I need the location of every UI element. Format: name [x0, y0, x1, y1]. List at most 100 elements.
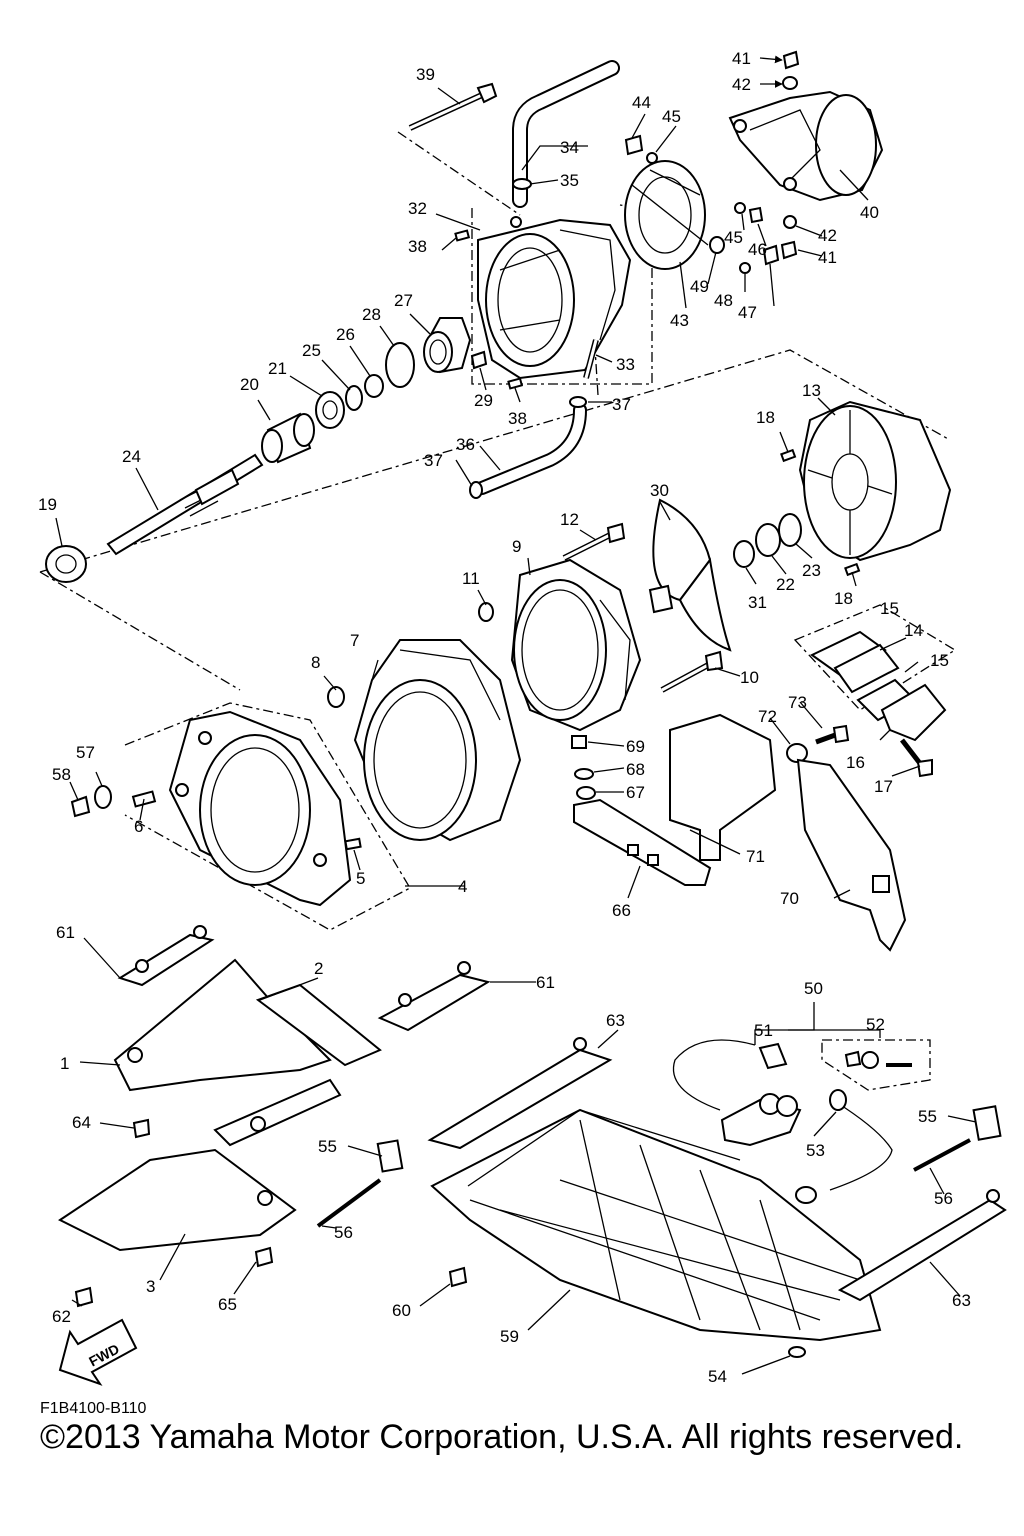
callout-47: 47 [738, 303, 757, 322]
nozzle-40 [728, 90, 884, 202]
callout-4: 4 [458, 877, 467, 896]
callout-56a: 56 [334, 1223, 353, 1242]
callout-69: 69 [626, 737, 645, 756]
callout-54: 54 [708, 1367, 727, 1386]
callout-12: 12 [560, 510, 579, 529]
callout-29: 29 [474, 391, 493, 410]
shaft-24 [106, 453, 264, 556]
callout-28: 28 [362, 305, 381, 324]
callout-18b: 18 [834, 589, 853, 608]
callout-39: 39 [416, 65, 435, 84]
callout-61a: 61 [56, 923, 75, 942]
impeller-30 [648, 498, 732, 652]
callout-5: 5 [356, 869, 365, 888]
callout-2: 2 [314, 959, 323, 978]
callout-67: 67 [626, 783, 645, 802]
callout-23: 23 [802, 561, 821, 580]
callout-58: 58 [52, 765, 71, 784]
pump-housing-32 [477, 216, 632, 380]
callouts: 1 2 3 4 5 6 7 8 9 10 11 12 13 14 15 15 1… [38, 49, 971, 1386]
callout-8: 8 [311, 653, 320, 672]
hose-34 [512, 60, 620, 208]
callout-55a: 55 [318, 1137, 337, 1156]
callout-44: 44 [632, 93, 651, 112]
intake-duct-4 [168, 710, 352, 907]
copyright-notice: ©2013 Yamaha Motor Corporation, U.S.A. A… [40, 1418, 964, 1456]
callout-3: 3 [146, 1277, 155, 1296]
callout-26: 26 [336, 325, 355, 344]
callout-60: 60 [392, 1301, 411, 1320]
callout-65: 65 [218, 1295, 237, 1314]
callout-13: 13 [802, 381, 821, 400]
callout-62: 62 [52, 1307, 71, 1326]
callout-35: 35 [560, 171, 579, 190]
callout-73: 73 [788, 693, 807, 712]
callout-30: 30 [650, 481, 669, 500]
callout-15a: 15 [880, 599, 899, 618]
callout-49: 49 [690, 277, 709, 296]
sleeve-20 [261, 412, 315, 464]
callout-7: 7 [350, 631, 359, 650]
callout-52: 52 [866, 1015, 885, 1034]
callout-33: 33 [616, 355, 635, 374]
callout-70: 70 [780, 889, 799, 908]
impeller-housing-13 [798, 400, 952, 562]
callout-50: 50 [804, 979, 823, 998]
fwd-arrow [58, 1318, 138, 1386]
callout-17: 17 [874, 777, 893, 796]
callout-40: 40 [860, 203, 879, 222]
callout-37a: 37 [612, 395, 631, 414]
adapter-9 [510, 558, 642, 732]
callout-42a: 42 [732, 75, 751, 94]
callout-59: 59 [500, 1327, 519, 1346]
callout-37b: 37 [424, 451, 443, 470]
callout-57: 57 [76, 743, 95, 762]
callout-63b: 63 [952, 1291, 971, 1310]
callout-32: 32 [408, 199, 427, 218]
callout-10: 10 [740, 668, 759, 687]
callout-46: 46 [748, 240, 767, 259]
callout-24: 24 [122, 447, 141, 466]
cap-27 [423, 317, 472, 374]
callout-27: 27 [394, 291, 413, 310]
deflector-ring-43 [624, 160, 709, 270]
callout-9: 9 [512, 537, 521, 556]
callout-20: 20 [240, 375, 259, 394]
callout-63a: 63 [606, 1011, 625, 1030]
callout-38b: 38 [508, 409, 527, 428]
callout-38a: 38 [408, 237, 427, 256]
callout-48: 48 [714, 291, 733, 310]
parts [45, 50, 1007, 1386]
diagram-code: F1B4100-B110 [40, 1400, 147, 1417]
callout-14: 14 [904, 621, 923, 640]
bolt-39 [408, 82, 498, 131]
callout-18a: 18 [756, 408, 775, 427]
grate-14 [810, 630, 947, 742]
callout-34: 34 [560, 138, 579, 157]
callout-56b: 56 [934, 1189, 953, 1208]
callout-71: 71 [746, 847, 765, 866]
callout-64: 64 [72, 1113, 91, 1132]
callout-11: 11 [462, 569, 480, 588]
callout-31: 31 [748, 593, 767, 612]
bolt-12 [562, 522, 626, 561]
callout-19: 19 [38, 495, 57, 514]
callout-42b: 42 [818, 226, 837, 245]
callout-16: 16 [846, 753, 865, 772]
callout-66: 66 [612, 901, 631, 920]
callout-53: 53 [806, 1141, 825, 1160]
bolt-10 [660, 650, 724, 693]
intake-grate-59 [430, 1108, 882, 1342]
callout-45a: 45 [662, 107, 681, 126]
duct-adapter-7 [353, 639, 522, 842]
callout-21: 21 [268, 359, 287, 378]
callout-68: 68 [626, 760, 645, 779]
callout-22: 22 [776, 575, 795, 594]
callout-55b: 55 [918, 1107, 937, 1126]
leader-lines [55, 55, 977, 1375]
callout-45b: 45 [724, 228, 743, 247]
callout-1: 1 [60, 1054, 69, 1073]
callout-72: 72 [758, 707, 777, 726]
callout-25: 25 [302, 341, 321, 360]
